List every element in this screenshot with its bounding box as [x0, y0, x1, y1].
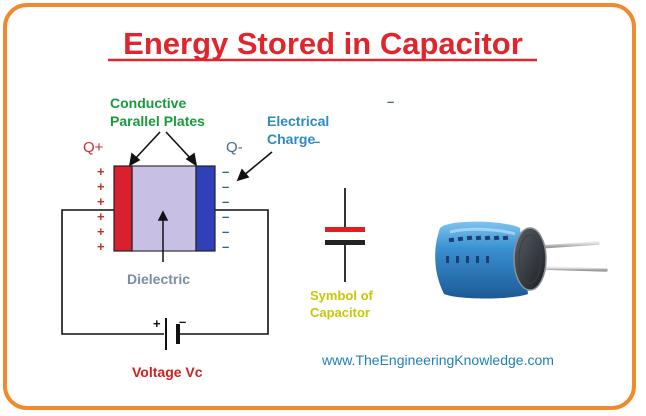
- minus-sign: –: [222, 194, 229, 209]
- minus-sign: –: [222, 179, 229, 194]
- minus-signs: – – – – – –: [222, 164, 229, 254]
- stray-dash-charge: –: [313, 134, 320, 149]
- conductive-plates-label-line2: Parallel Plates: [110, 113, 205, 129]
- electrical-charge-label-line2: Charge: [267, 131, 315, 147]
- electrical-charge-label-line1: Electrical: [267, 113, 329, 129]
- minus-sign: –: [222, 164, 229, 179]
- electrolytic-capacitor-image: [435, 221, 608, 299]
- q-minus-label: Q-: [226, 139, 243, 156]
- battery-plus-sign: +: [153, 316, 161, 331]
- minus-sign: –: [222, 224, 229, 239]
- dielectric-region: [131, 165, 197, 252]
- conductive-plates-label-line1: Conductive: [110, 95, 186, 111]
- plus-sign: +: [97, 164, 105, 179]
- page-title: Energy Stored in Capacitor: [123, 26, 523, 61]
- circuit-wires: [61, 209, 269, 335]
- frame-border: [3, 3, 636, 410]
- battery-minus-sign: –: [179, 314, 186, 329]
- plate-arrows: [128, 131, 198, 167]
- plus-sign: +: [97, 194, 105, 209]
- plus-sign: +: [97, 239, 105, 254]
- plus-sign: +: [97, 224, 105, 239]
- dielectric-label: Dielectric: [127, 271, 190, 287]
- positive-plate: [113, 165, 133, 252]
- website-link[interactable]: www.TheEngineeringKnowledge.com: [321, 352, 554, 368]
- minus-sign: –: [222, 239, 229, 254]
- plus-signs: + + + + + +: [97, 164, 105, 254]
- plus-sign: +: [97, 179, 105, 194]
- q-plus-label: Q+: [83, 139, 104, 156]
- symbol-label-line2: Capacitor: [310, 305, 370, 320]
- stray-dash-top: –: [387, 94, 394, 109]
- voltage-label: Voltage Vc: [132, 364, 203, 380]
- battery-icon: [165, 318, 180, 350]
- plus-sign: +: [97, 209, 105, 224]
- dielectric-arrow: [157, 210, 169, 262]
- capacitor-symbol-icon: [325, 188, 365, 282]
- minus-sign: –: [222, 209, 229, 224]
- negative-plate: [195, 165, 216, 252]
- charge-arrow: [236, 151, 273, 182]
- symbol-label-line1: Symbol of: [310, 288, 374, 303]
